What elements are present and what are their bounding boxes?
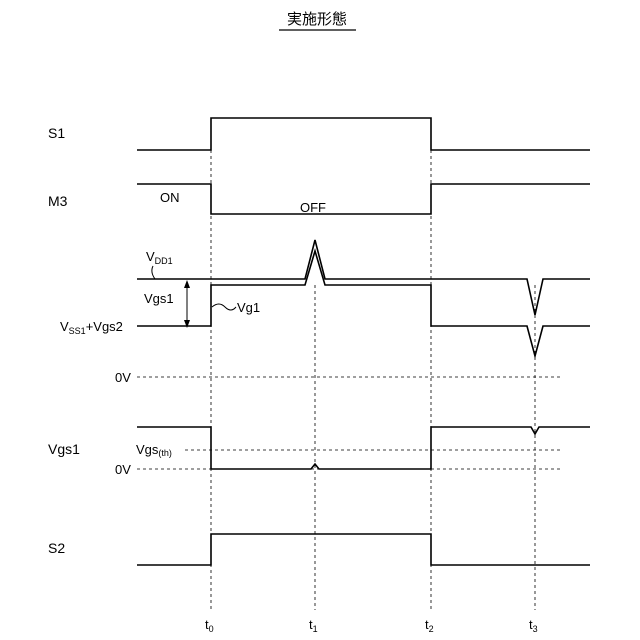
vgs1-waveform: [137, 427, 590, 469]
vdd1-leader: [152, 266, 155, 279]
s2-waveform: [137, 534, 590, 565]
s1-waveform: [137, 118, 590, 150]
t0-label: t0: [205, 617, 214, 634]
s1-label: S1: [48, 125, 65, 141]
t2-label: t2: [425, 617, 434, 634]
vg1-waveform: [137, 251, 590, 356]
zero-v-label-lower: 0V: [115, 462, 131, 477]
vdd1-waveform: [137, 240, 590, 315]
vg1-label: Vg1: [237, 300, 260, 315]
vgs-th-label: Vgs(th): [136, 442, 172, 458]
diagram-title: 実施形態: [287, 10, 347, 28]
vss1-vgs2-label: VSS1+Vgs2: [60, 319, 123, 336]
vgs1-level-label: Vgs1: [144, 291, 174, 306]
vg1-leader: [212, 304, 236, 310]
m3-off-label: OFF: [300, 200, 326, 215]
vgs1-signal-label: Vgs1: [48, 441, 80, 457]
m3-on-label: ON: [160, 190, 180, 205]
time-markers: [211, 150, 535, 610]
vgs1-dimension-arrow: [184, 280, 190, 328]
vdd1-label: VDD1: [146, 249, 173, 266]
m3-waveform: [137, 184, 590, 214]
t1-label: t1: [309, 617, 318, 634]
zero-v-label-upper: 0V: [115, 370, 131, 385]
t3-label: t3: [529, 617, 538, 634]
s2-label: S2: [48, 540, 65, 556]
m3-label: M3: [48, 193, 68, 209]
